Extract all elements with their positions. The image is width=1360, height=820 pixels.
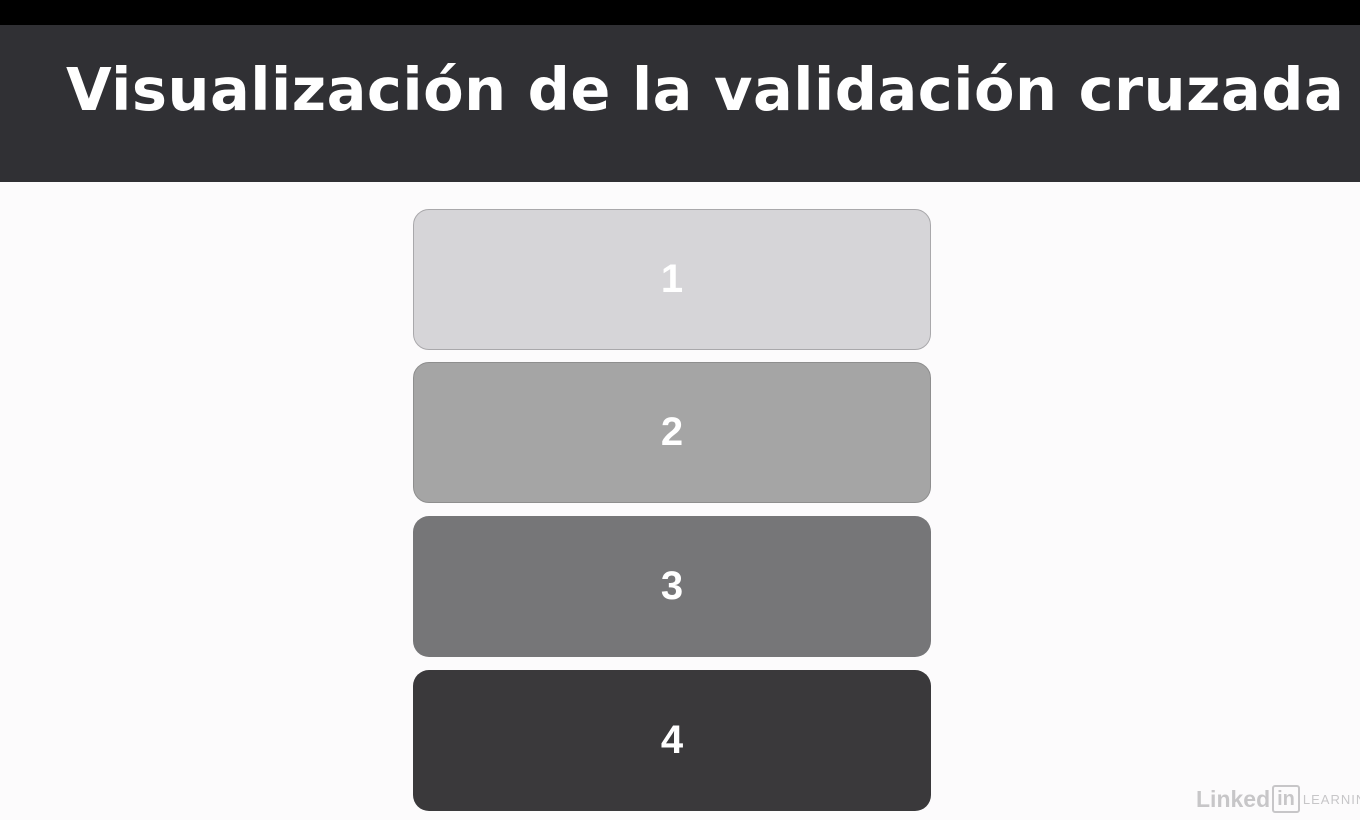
fold-label-4: 4 — [660, 718, 684, 762]
fold-label-3: 3 — [660, 564, 684, 608]
fold-block-4: 4 — [413, 670, 931, 811]
fold-block-2: 2 — [413, 362, 931, 503]
fold-block-1: 1 — [413, 209, 931, 350]
slide-title: Visualización de la validación cruzada — [66, 55, 1345, 124]
title-bar — [0, 25, 1360, 182]
fold-label-2: 2 — [660, 410, 684, 454]
fold-block-3: 3 — [413, 516, 931, 657]
fold-label-1: 1 — [660, 257, 684, 301]
top-black-strip — [0, 0, 1360, 25]
